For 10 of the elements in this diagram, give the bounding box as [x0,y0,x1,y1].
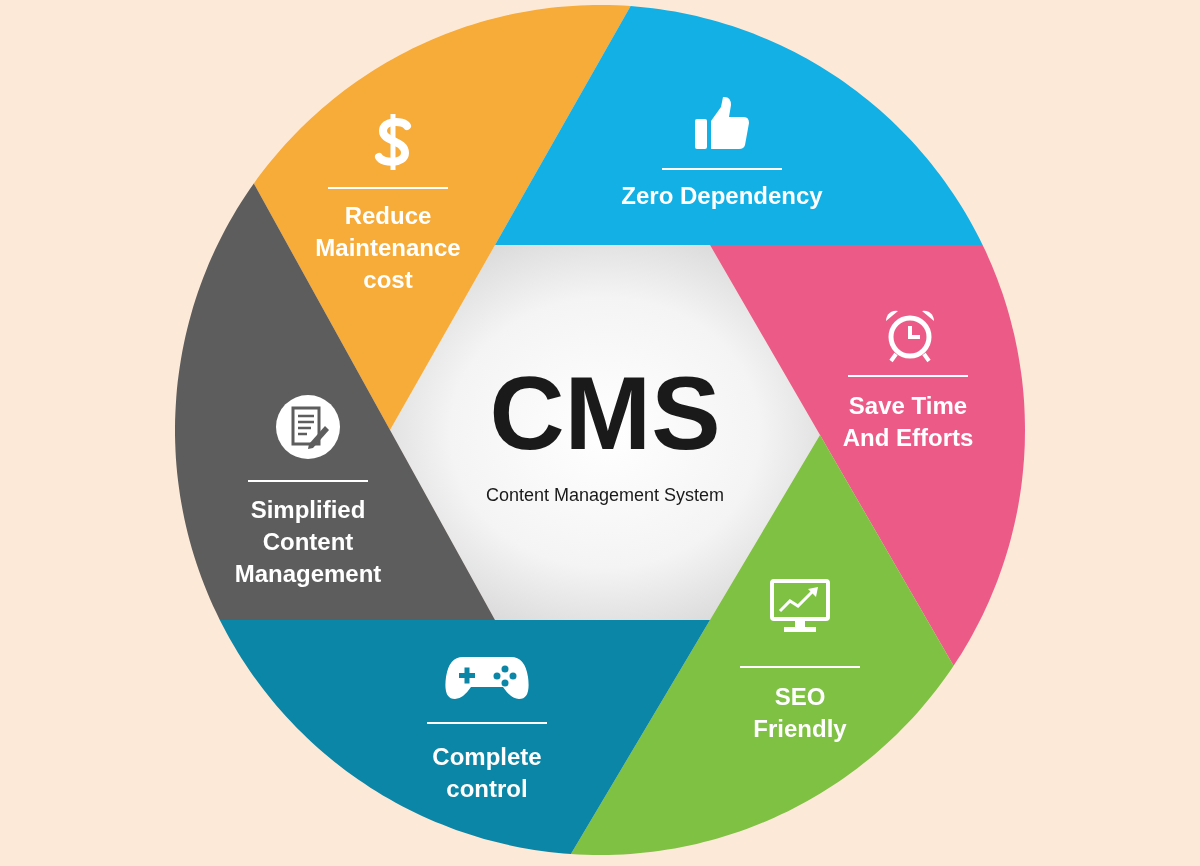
feature-label: SEO Friendly [752,682,848,744]
feature-label: Simplified Content Management [233,495,383,589]
feature-label: Save Time And Efforts [841,391,975,453]
feature-label: Zero Dependency [620,181,824,211]
center-subtitle: Content Management System [484,484,726,506]
feature-label: Reduce Maintenance cost [314,201,462,295]
feature-label: Complete control [431,742,543,804]
wheel-segment [495,6,983,245]
wheel-segment [219,620,710,855]
center-title: CMS [488,358,722,468]
